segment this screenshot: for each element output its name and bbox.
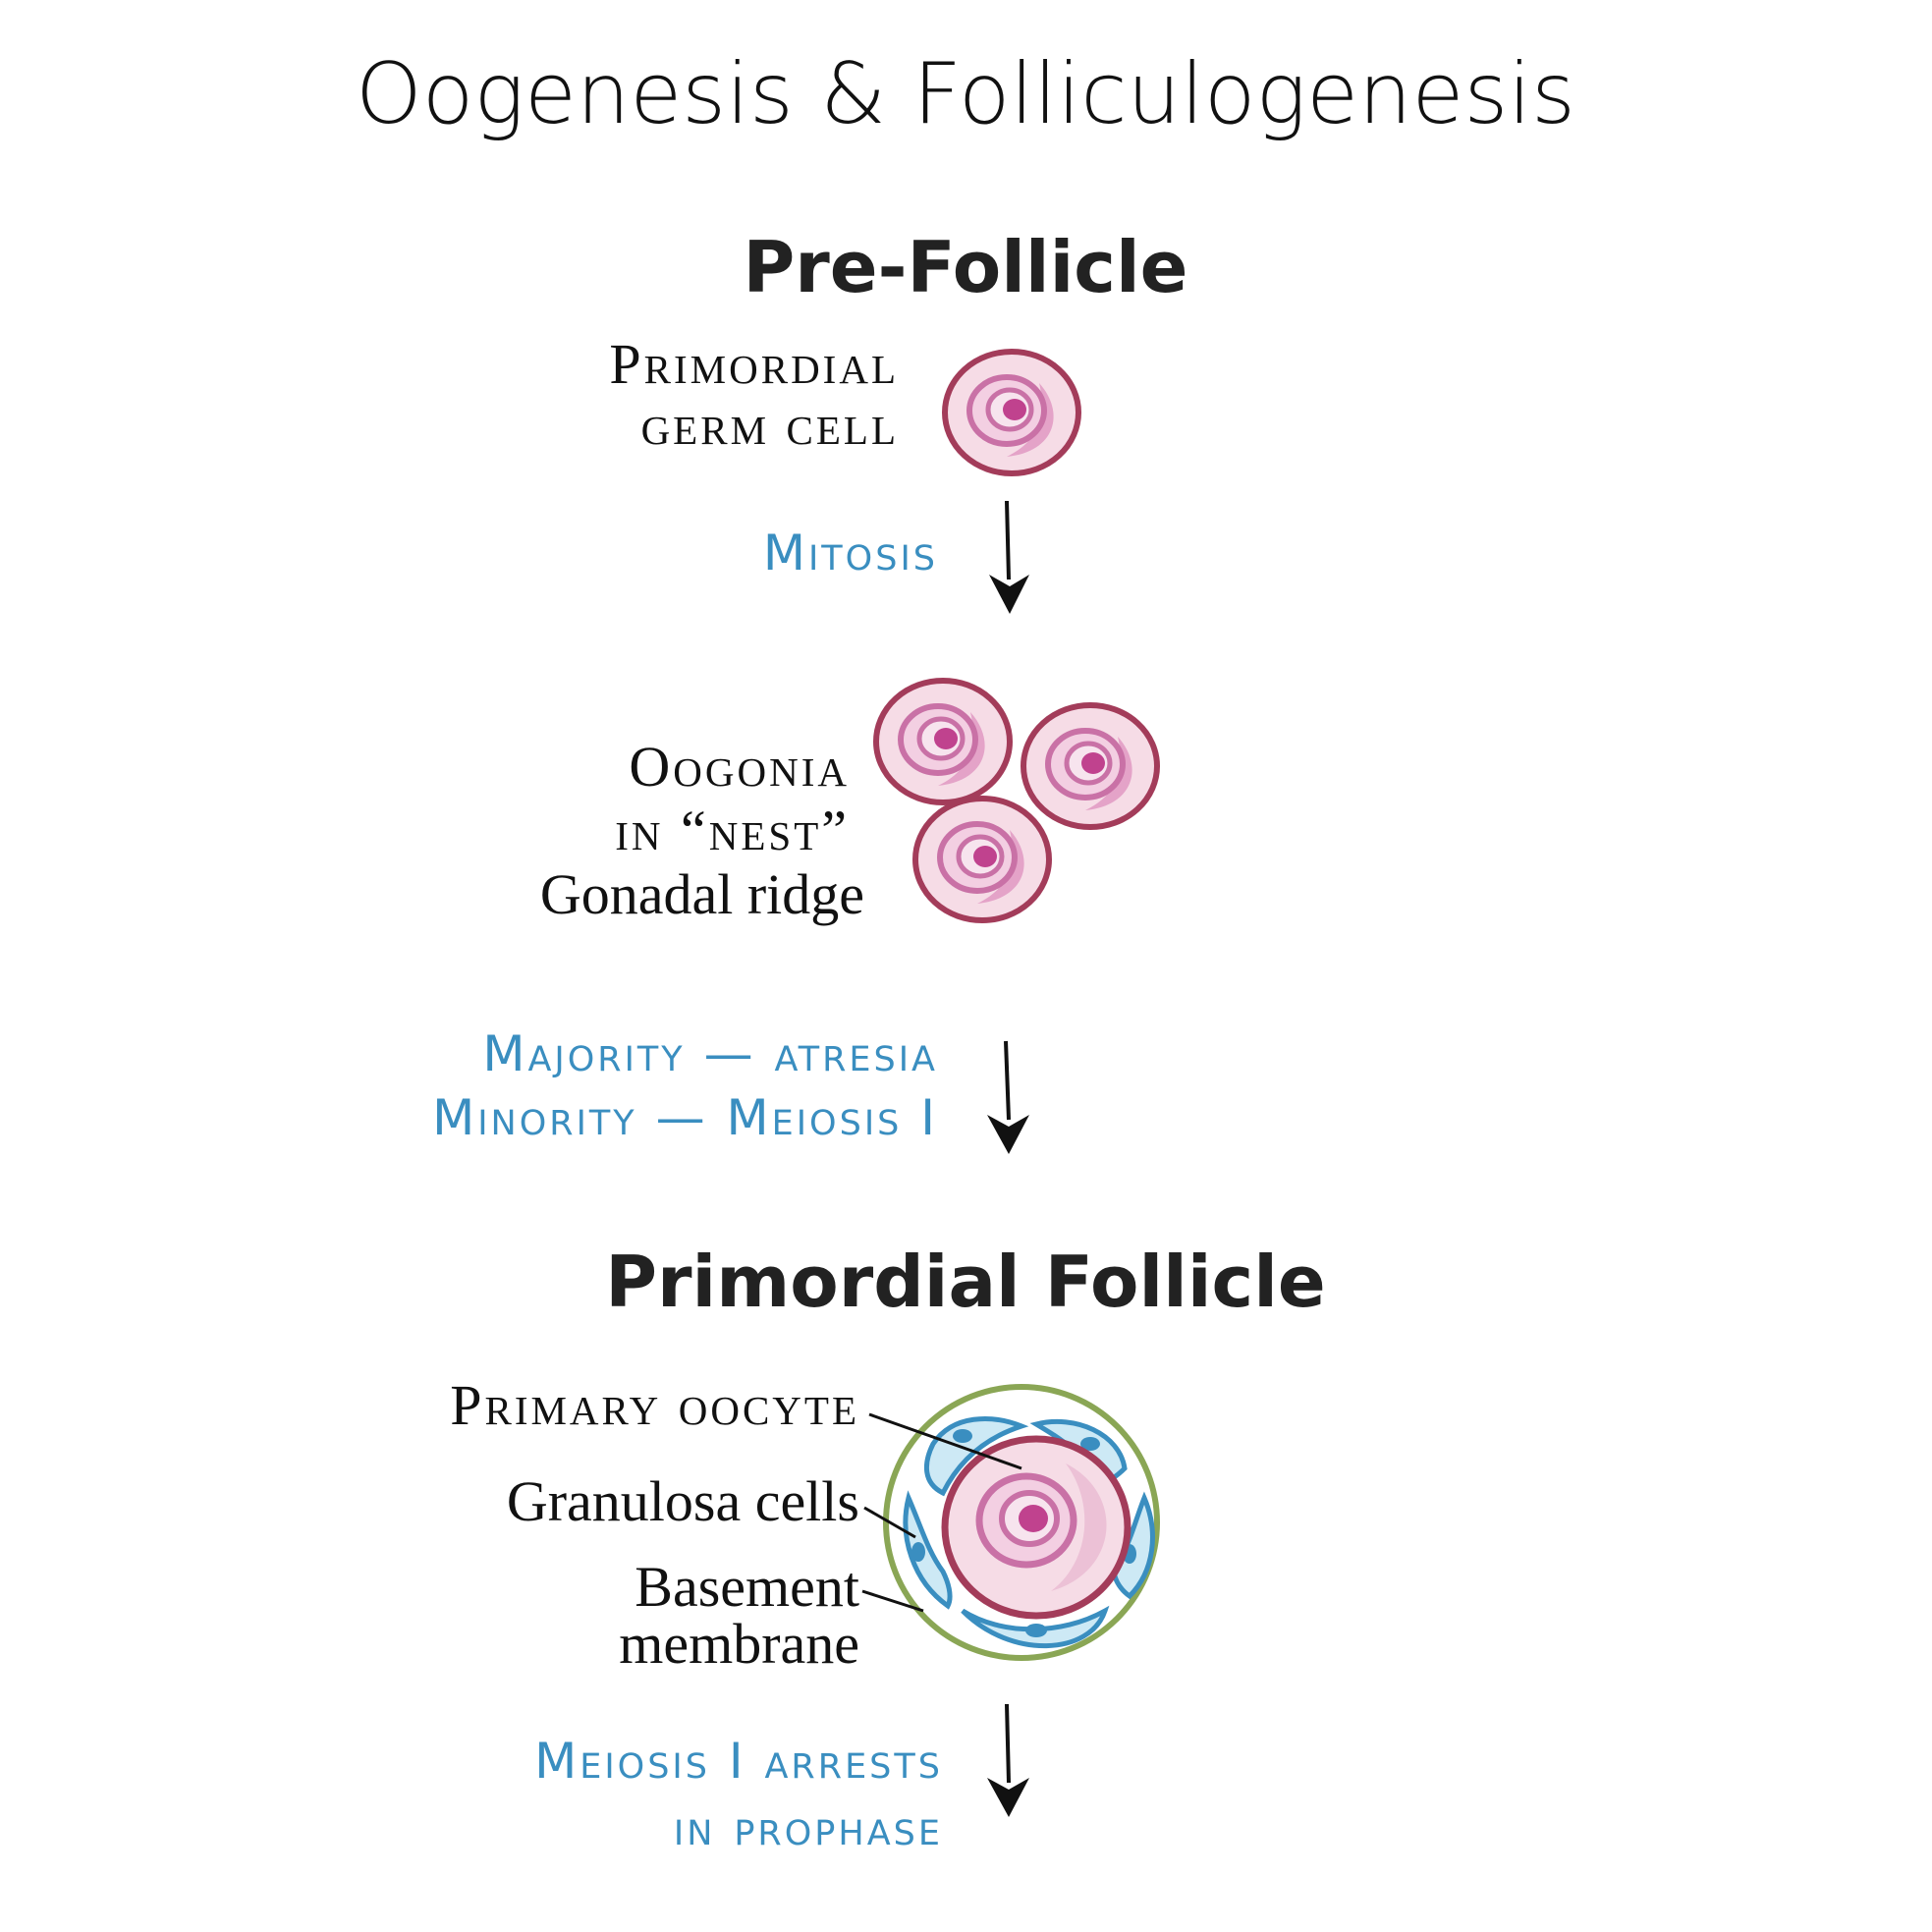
page-title: Oogenesis & Folliculogenesis [356, 45, 1575, 143]
label-primary-oocyte: Primary oocyte [450, 1373, 859, 1437]
label-basement-membrane-line2: membrane [619, 1612, 859, 1676]
arrow-meiosis-arrest [987, 1703, 1029, 1817]
primordial-follicle-icon [883, 1384, 1160, 1661]
arrow-atresia [987, 1040, 1029, 1154]
leader-line-basement [861, 1589, 924, 1613]
label-oogonia-line1: Oogonia [629, 735, 850, 799]
arrow-mitosis [989, 500, 1029, 614]
process-minority-meiosis: Minority — Meiosis I [432, 1089, 938, 1146]
oogonium-cell-icon [915, 799, 1049, 920]
leader-line-granulosa [863, 1506, 916, 1539]
section-heading-pre-follicle: Pre-Follicle [744, 226, 1188, 308]
label-primordial-germ-cell-line1: Primordial [609, 332, 899, 396]
label-oogonia-line2: in “nest” [615, 799, 850, 862]
process-mitosis: Mitosis [763, 524, 938, 581]
process-meiosis-arrest-line1: Meiosis I arrests [534, 1733, 943, 1790]
oogonium-cell-icon [876, 681, 1010, 802]
process-majority-atresia: Majority — atresia [482, 1025, 938, 1082]
primordial-germ-cell-icon [945, 352, 1078, 473]
leader-line-oocyte [868, 1412, 1022, 1470]
label-gonadal-ridge: Gonadal ridge [540, 862, 864, 926]
label-granulosa-cells: Granulosa cells [507, 1469, 859, 1533]
process-meiosis-arrest-line2: in prophase [674, 1799, 943, 1856]
label-basement-membrane-line1: Basement [635, 1555, 859, 1619]
label-primordial-germ-cell-line2: germ cell [641, 393, 899, 457]
section-heading-primordial-follicle: Primordial Follicle [605, 1241, 1325, 1323]
oogonium-cell-icon [1023, 705, 1157, 827]
